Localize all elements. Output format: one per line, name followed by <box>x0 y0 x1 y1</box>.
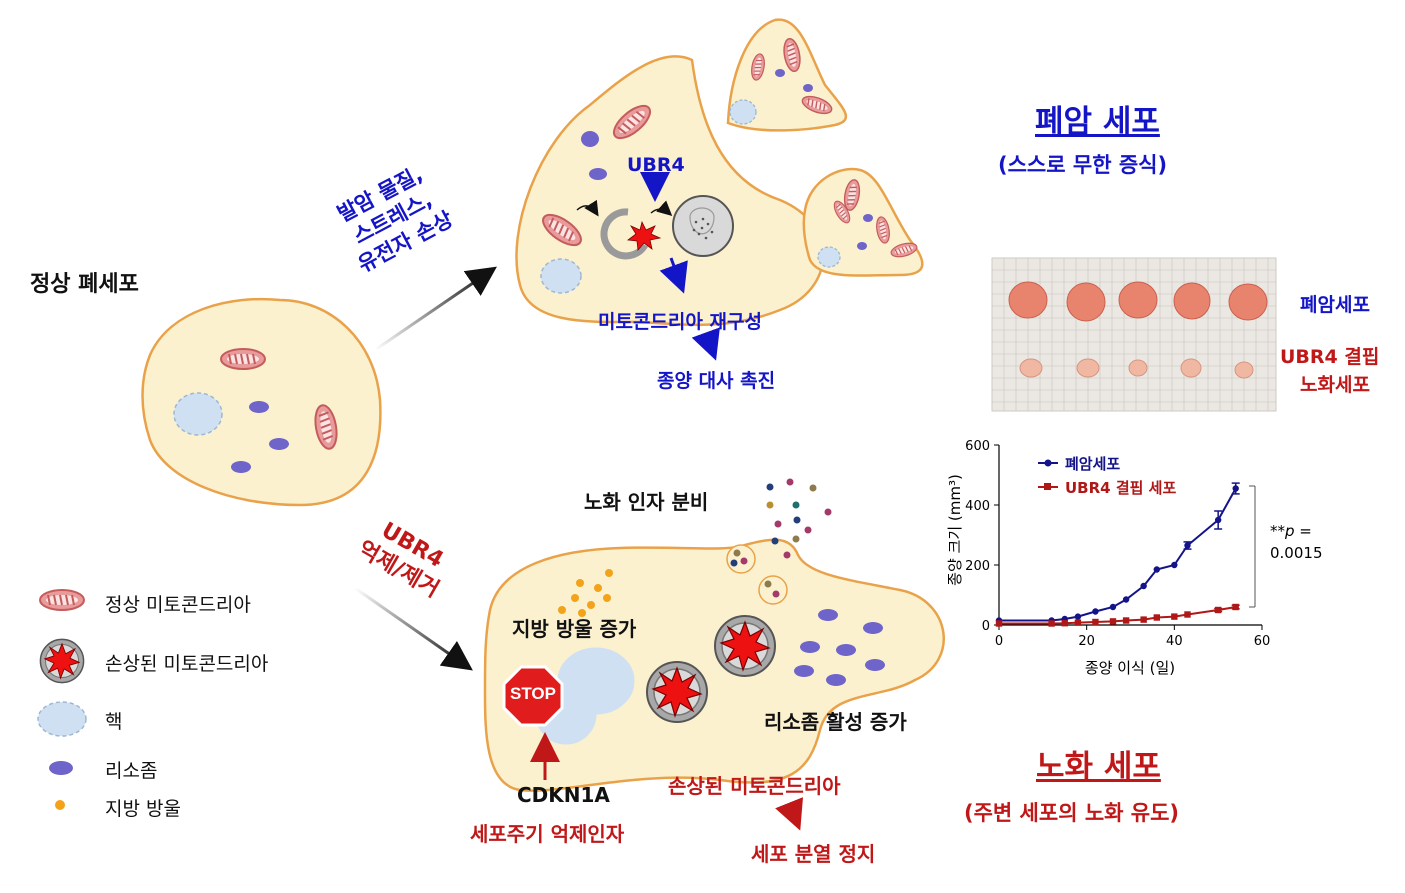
data-point-series-1 <box>1153 566 1161 573</box>
data-point-series-1 <box>1122 596 1130 603</box>
data-point-series-2 <box>1092 618 1099 626</box>
tumor-metabolism-label: 종양 대사 촉진 <box>657 370 776 392</box>
lysosome-icon <box>49 761 73 775</box>
x-axis-label: 종양 이식 (일) <box>1085 659 1175 677</box>
sasp-particles <box>766 478 832 559</box>
y-axis-label: 종양 크기 (mm³) <box>946 474 964 586</box>
cancer-cell-main <box>515 55 825 361</box>
data-point-series-1 <box>1171 561 1178 569</box>
cancer-cell-title: 폐암 세포 <box>1035 104 1160 140</box>
legend-label-damaged-mito: 손상된 미토콘드리아 <box>105 653 269 675</box>
x-tick-label: 60 <box>1254 634 1271 649</box>
stop-sign <box>502 665 564 727</box>
data-point-series-1 <box>1109 603 1117 611</box>
damaged-mitochondria-icon <box>39 638 85 684</box>
data-point-series-2 <box>1232 603 1239 611</box>
arrow-to-arrest <box>775 797 804 831</box>
data-point-series-2 <box>1153 614 1160 621</box>
data-point-series-2 <box>1184 611 1191 618</box>
cancer-cell-small-1 <box>726 18 847 132</box>
legend-label-lipid: 지방 방울 <box>105 798 181 820</box>
p-value: 0.0015 <box>1270 544 1323 562</box>
p-annotation: **p = <box>1270 522 1312 540</box>
stop-sign-text: STOP <box>510 684 556 703</box>
photo-label-cancer: 폐암세포 <box>1300 294 1370 316</box>
cancer-cell-small-2 <box>802 167 924 277</box>
y-tick-label: 600 <box>965 439 990 454</box>
x-tick-label: 0 <box>995 634 1003 649</box>
legend-label-normal-mito: 정상 미토콘드리아 <box>105 594 251 616</box>
nucleus-icon <box>37 701 87 737</box>
lysosome-active-label: 리소좀 활성 증가 <box>764 710 907 734</box>
y-tick-label: 200 <box>965 559 990 574</box>
data-point-series-2 <box>1109 618 1117 625</box>
data-point-series-2 <box>1171 613 1178 620</box>
senescent-cell <box>483 538 945 792</box>
damaged-mito-label: 손상된 미토콘드리아 <box>668 774 841 798</box>
data-point-series-1 <box>1232 485 1239 492</box>
data-point-series-2 <box>1074 619 1082 626</box>
cell-cycle-inhibitor-label: 세포주기 억제인자 <box>470 822 625 846</box>
series-line-1 <box>999 488 1237 622</box>
data-point-series-1 <box>1214 516 1222 524</box>
ubr4-top-label: UBR4 <box>627 154 685 176</box>
photo-label-ubr4: UBR4 결핍 <box>1280 346 1380 368</box>
data-point-series-2 <box>995 620 1003 627</box>
data-point-series-1 <box>1092 608 1099 615</box>
photo-label-senescent: 노화세포 <box>1300 374 1370 396</box>
data-point-series-2 <box>1048 620 1055 627</box>
lipid-droplet-icon <box>55 800 65 810</box>
data-point-series-2 <box>1122 617 1130 624</box>
data-point-series-1 <box>1074 613 1082 620</box>
y-tick-label: 0 <box>982 619 990 634</box>
arrow-to-senescent <box>354 586 473 671</box>
legend-label-nucleus: 핵 <box>105 711 123 733</box>
senescent-cell-subtitle: (주변 세포의 노화 유도) <box>964 801 1180 825</box>
normal-mitochondria-icon <box>39 589 85 611</box>
cell-division-stop-label: 세포 분열 정지 <box>751 842 876 866</box>
arrow-to-cancer <box>374 266 497 352</box>
data-point-series-2 <box>1061 620 1068 627</box>
cdkn1a-label: CDKN1A <box>517 783 610 807</box>
data-point-series-2 <box>1214 606 1222 614</box>
lipid-increase-label: 지방 방울 증가 <box>512 617 637 641</box>
x-tick-label: 40 <box>1166 634 1183 649</box>
mito-remodel-label: 미토콘드리아 재구성 <box>598 311 762 333</box>
y-tick-label: 400 <box>965 499 990 514</box>
chart-legend: 폐암세포 UBR4 결핍 세포 <box>1038 455 1176 497</box>
senescent-cell-title: 노화 세포 <box>1036 749 1161 785</box>
normal-lung-cell <box>141 297 382 507</box>
data-point-series-1 <box>1140 582 1147 590</box>
cancer-cell-subtitle: (스스로 무한 증식) <box>998 153 1168 177</box>
legend-label-lysosome: 리소좀 <box>105 760 158 782</box>
tumor-growth-chart: 종양 크기 (mm³) 종양 이식 (일) **p = 0.0015 폐암세포 … <box>946 439 1323 677</box>
tumor-photo <box>991 257 1277 412</box>
data-point-series-2 <box>1140 616 1147 623</box>
x-tick-label: 20 <box>1078 634 1095 649</box>
data-point-series-1 <box>1184 542 1191 549</box>
sasp-label: 노화 인자 분비 <box>584 490 709 514</box>
legend-series-1: 폐암세포 <box>1065 455 1120 473</box>
normal-cell-label: 정상 폐세포 <box>30 272 139 297</box>
legend-series-2: UBR4 결핍 세포 <box>1065 479 1176 497</box>
